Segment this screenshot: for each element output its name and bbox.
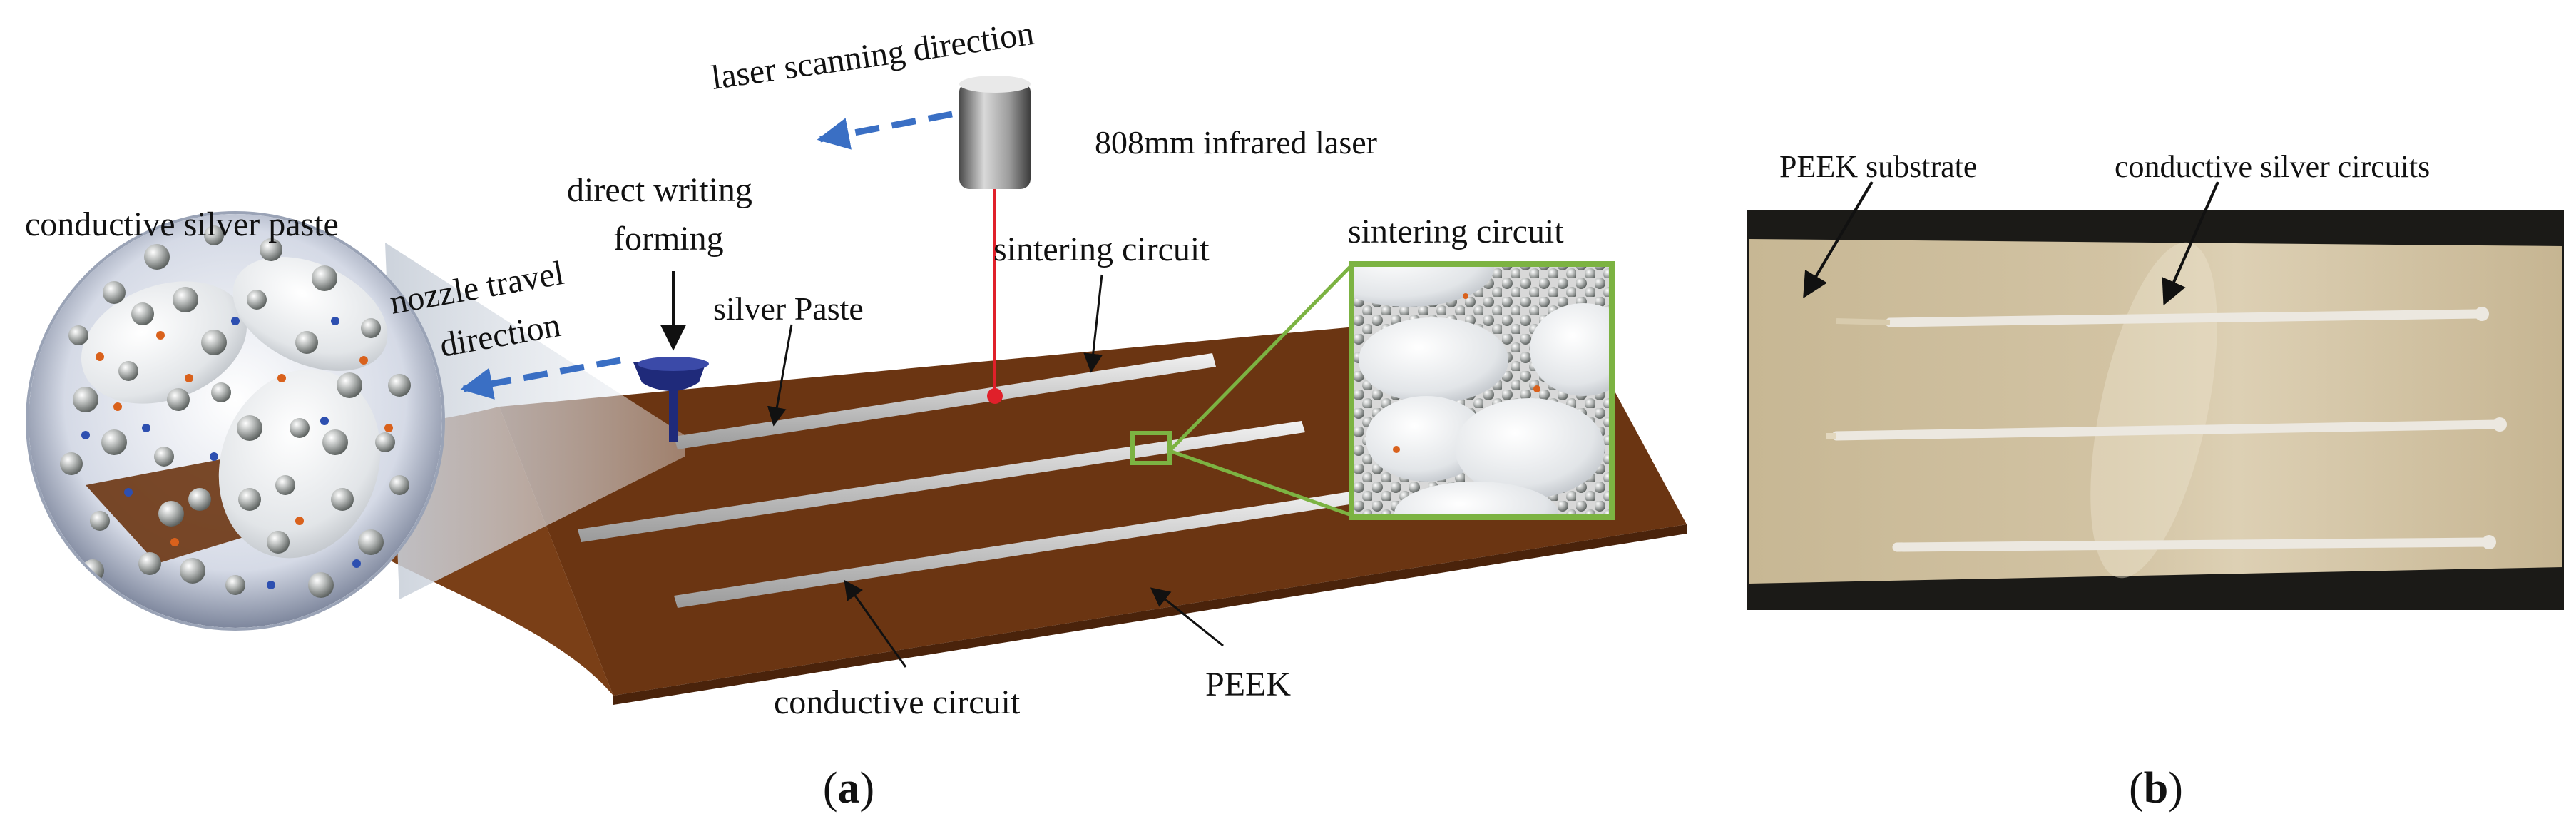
- additive-dot: [295, 517, 304, 525]
- silver-particle: [312, 265, 337, 291]
- additive-dot: [96, 352, 104, 361]
- silver-particles: [60, 225, 411, 598]
- additive-dot: [156, 331, 165, 340]
- silver-particle: [322, 429, 348, 455]
- silver-particle: [211, 382, 231, 402]
- silver-particle: [188, 488, 211, 511]
- peek-label: PEEK: [1205, 666, 1291, 703]
- conductive-silver-circuits-label: conductive silver circuits: [2115, 149, 2430, 184]
- nozzle: [633, 357, 709, 442]
- laser-scan-arrow: [817, 111, 953, 150]
- silver-particle: [337, 372, 362, 398]
- silver-particle: [201, 330, 227, 355]
- silver-particle: [260, 238, 282, 261]
- additive-dot: [185, 374, 193, 382]
- additive-dot: [331, 317, 339, 325]
- additive-dot: [142, 424, 150, 432]
- silver-particle: [204, 225, 224, 245]
- panel-a: laser scanning direction 808mm infrared …: [25, 14, 1687, 813]
- nozzle-travel-arrow: [460, 357, 621, 400]
- silver-particle: [73, 387, 98, 412]
- inset-source-box: [1130, 431, 1172, 465]
- silver-particle: [295, 331, 318, 354]
- silver-particle: [180, 558, 205, 584]
- additive-dot: [359, 356, 368, 365]
- silver-particle: [131, 302, 154, 325]
- silver-particle: [90, 511, 110, 531]
- silver-particle: [167, 388, 190, 411]
- direct-writing-label-2: forming: [613, 220, 724, 258]
- silver-particle: [237, 415, 262, 441]
- photo-circuit-1: [1885, 309, 2483, 327]
- silver-tracks: [578, 353, 1373, 608]
- additive-dot: [124, 488, 133, 497]
- track-sintering: [674, 353, 1216, 449]
- silver-particle: [238, 488, 261, 511]
- silver-particle: [173, 287, 198, 312]
- sintering-inset: [1130, 261, 1615, 520]
- silver-particle: [361, 318, 381, 338]
- track-bottom: [674, 489, 1373, 608]
- additive-dot: [267, 581, 275, 589]
- silver-particle: [154, 447, 174, 467]
- laser-label: 808mm infrared laser: [1095, 124, 1377, 161]
- silver-particle: [247, 290, 267, 310]
- silver-paste-magnifier: [26, 211, 445, 631]
- silver-particle: [138, 552, 161, 575]
- additive-dot: [352, 559, 361, 568]
- peek-substrate-label: PEEK substrate: [1779, 149, 1977, 184]
- additive-dots: [81, 317, 393, 589]
- additive-dot: [210, 452, 218, 461]
- panel-a-label: (a): [823, 764, 874, 813]
- silver-paste-label: silver Paste: [713, 290, 864, 327]
- silver-particle: [375, 432, 395, 452]
- silver-particle: [389, 475, 409, 495]
- silver-particle: [388, 374, 411, 397]
- additive-dot: [231, 317, 240, 325]
- silver-particle: [267, 531, 290, 554]
- track-middle: [578, 421, 1305, 542]
- peek-arrow: [1150, 587, 1224, 647]
- laser-spot: [987, 388, 1003, 404]
- silver-particle: [144, 244, 170, 270]
- silver-particle: [68, 325, 88, 345]
- silver-particle: [290, 418, 310, 438]
- panel-b-label: (b): [2129, 764, 2183, 813]
- silver-particle: [101, 429, 127, 455]
- conductive-circuit-label: conductive circuit: [774, 683, 1021, 721]
- conductive-circuit-arrow: [844, 579, 907, 668]
- silver-particle: [118, 361, 138, 381]
- additive-dot: [320, 417, 329, 425]
- conductive-silver-paste-label: conductive silver paste: [25, 205, 339, 243]
- sintering-circuit-arrow: [1083, 274, 1103, 373]
- silver-particle: [60, 452, 83, 475]
- silver-paste-arrow: [767, 324, 793, 427]
- laser-head: [959, 76, 1031, 404]
- photo-circuit-2: [1831, 419, 2501, 441]
- silver-particle: [225, 575, 245, 595]
- direct-writing-label-1: direct writing: [567, 171, 752, 209]
- silver-particle: [331, 488, 354, 511]
- silver-particle: [103, 281, 126, 304]
- sintering-circuit-inset-label: sintering circuit: [1348, 213, 1564, 250]
- panel-b: PEEK substrate conductive silver circuit…: [1747, 149, 2564, 813]
- additive-dot: [170, 538, 179, 546]
- sintering-circuit-label: sintering circuit: [993, 230, 1210, 268]
- additive-dot: [81, 431, 90, 439]
- additive-dot: [113, 402, 122, 411]
- photo-circuit-3: [1892, 537, 2490, 552]
- silver-particle: [275, 475, 295, 495]
- peek-substrate-arrow: [1803, 180, 1874, 299]
- photo: [1747, 210, 2564, 610]
- additive-dot: [384, 424, 393, 432]
- silver-circuits-arrow: [2162, 181, 2219, 306]
- magnifier-cone: [385, 243, 685, 599]
- silver-particle: [358, 529, 384, 555]
- additive-dot: [277, 374, 286, 382]
- silver-particle: [308, 572, 334, 598]
- silver-particle: [158, 501, 184, 527]
